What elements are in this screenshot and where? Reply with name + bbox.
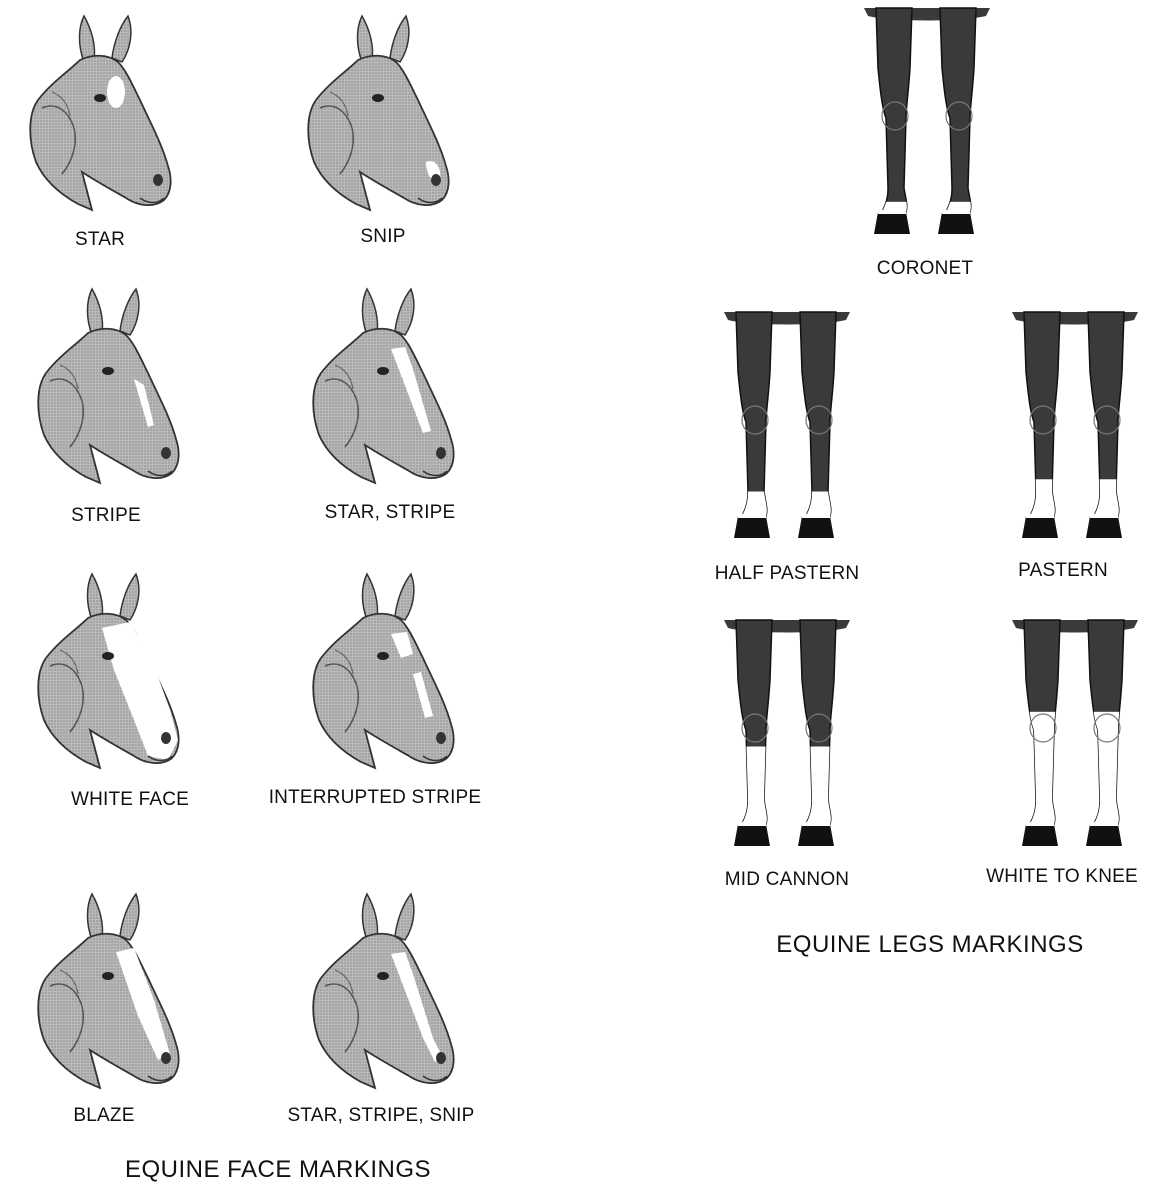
horse-legs-coronet	[862, 8, 992, 240]
legs-label-mid-cannon: MID CANNON	[725, 869, 849, 891]
horse-legs-pastern	[1010, 312, 1140, 544]
horse-head-star-stripe	[305, 285, 475, 495]
horse-head-white-face	[30, 570, 200, 780]
face-label-blaze: BLAZE	[73, 1105, 134, 1127]
legs-label-coronet: CORONET	[877, 258, 973, 280]
face-label-star: STAR	[75, 229, 125, 251]
horse-head-blaze	[30, 890, 200, 1100]
face-label-interrupted-stripe: INTERRUPTED STRIPE	[269, 787, 482, 809]
legs-label-pastern: PASTERN	[1018, 560, 1108, 582]
face-label-star-stripe: STAR, STRIPE	[325, 502, 456, 524]
horse-head-star	[22, 12, 192, 222]
legs-label-half-pastern: HALF PASTERN	[715, 563, 860, 585]
legs-section-title: EQUINE LEGS MARKINGS	[776, 931, 1083, 959]
face-label-star-stripe-snip: STAR, STRIPE, SNIP	[288, 1105, 475, 1127]
legs-label-white-to-knee: WHITE TO KNEE	[986, 866, 1138, 888]
horse-head-interrupted-stripe	[305, 570, 475, 780]
horse-legs-half-pastern	[722, 312, 852, 544]
face-section-title: EQUINE FACE MARKINGS	[125, 1156, 431, 1184]
horse-legs-white-to-knee	[1010, 620, 1140, 852]
horse-head-snip	[300, 12, 470, 222]
horse-head-star-stripe-snip	[305, 890, 475, 1100]
horse-legs-mid-cannon	[722, 620, 852, 852]
horse-head-stripe	[30, 285, 200, 495]
face-label-white-face: WHITE FACE	[71, 789, 189, 811]
face-label-stripe: STRIPE	[71, 505, 141, 527]
face-label-snip: SNIP	[360, 226, 405, 248]
